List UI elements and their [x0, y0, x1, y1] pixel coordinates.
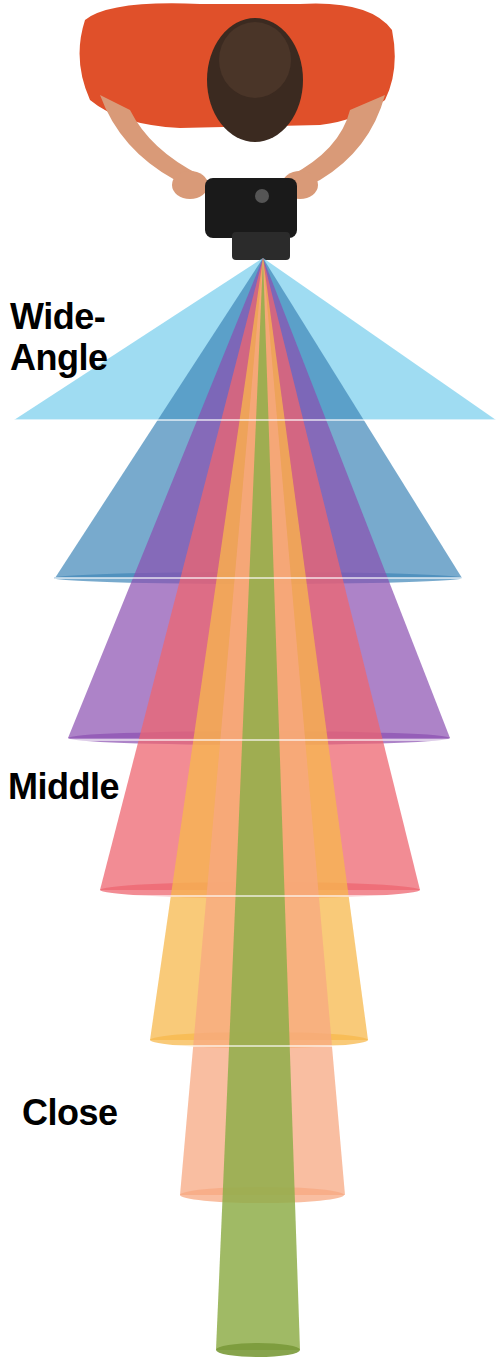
field-of-view-cones	[14, 258, 496, 1357]
photographer	[80, 3, 395, 260]
zoom-range-label: Middle	[8, 766, 119, 807]
zoom-range-label: Wide-Angle	[10, 296, 150, 379]
zoom-range-label: Close	[22, 1092, 118, 1133]
